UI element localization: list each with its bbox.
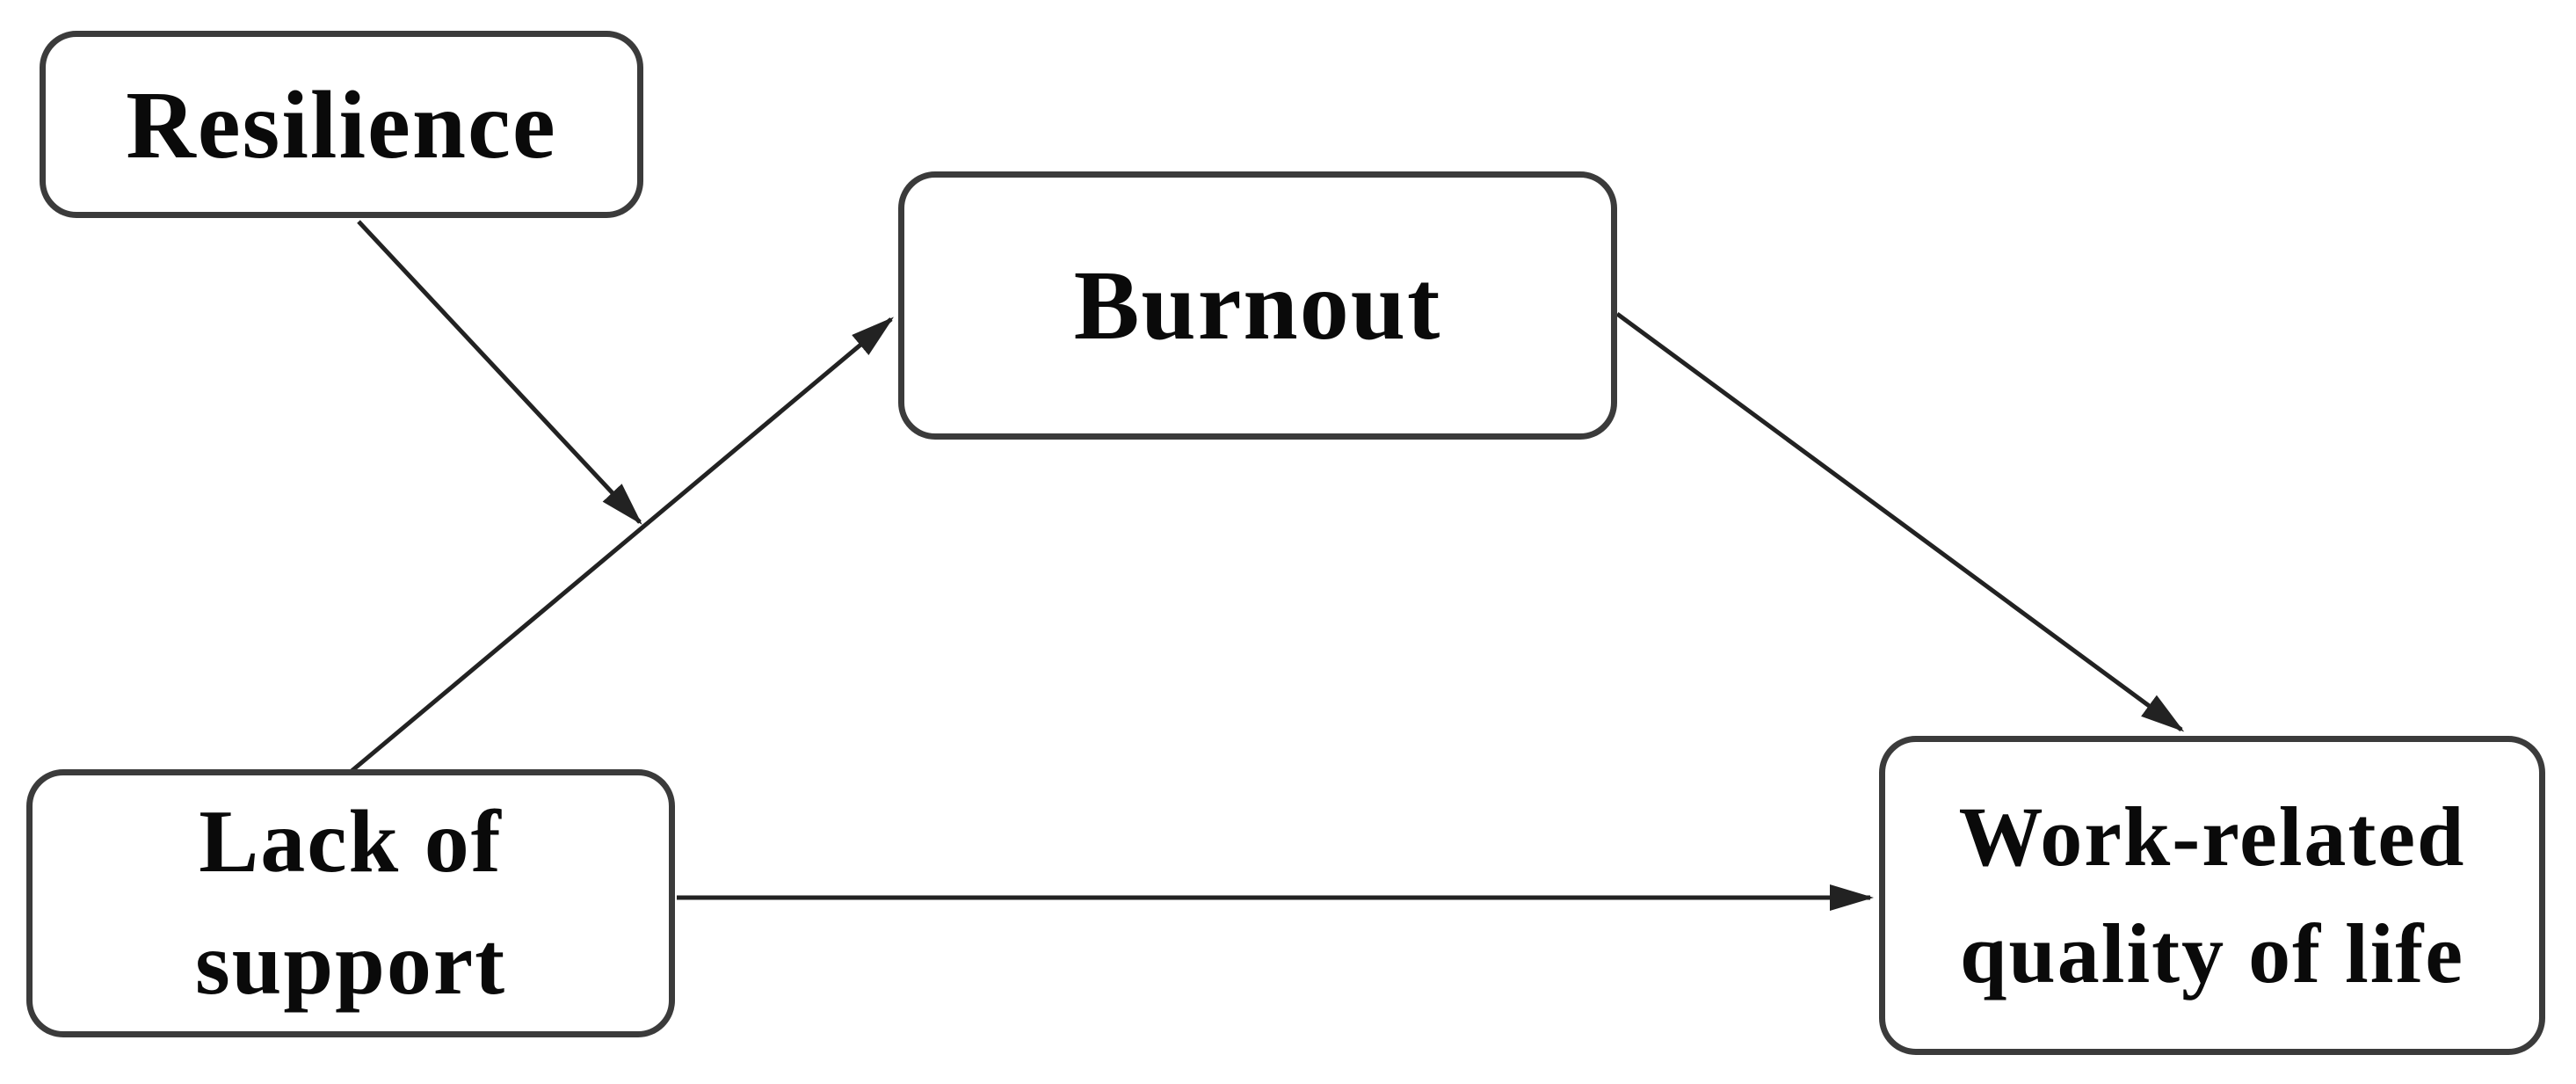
node-resilience: Resilience xyxy=(40,31,643,218)
arrow-resilience-to-mediation-path xyxy=(357,220,642,525)
arrow-burnout-to-work-related-quality-of-life xyxy=(1615,311,2185,732)
node-lack-of-support-label-line1: Lack of xyxy=(199,791,503,891)
node-wrqol-label-line2: quality of life xyxy=(1960,906,2464,1000)
node-lack-of-support-label-line2: support xyxy=(194,913,507,1014)
node-burnout-label: Burnout xyxy=(1073,251,1442,360)
node-work-related-quality-of-life: Work-related quality of life xyxy=(1879,736,2545,1055)
node-burnout: Burnout xyxy=(898,171,1617,440)
arrow-lack-of-support-to-burnout xyxy=(350,316,895,773)
node-lack-of-support: Lack of support xyxy=(26,769,675,1037)
node-wrqol-label-line1: Work-related xyxy=(1958,789,2466,884)
node-resilience-label: Resilience xyxy=(126,70,557,178)
